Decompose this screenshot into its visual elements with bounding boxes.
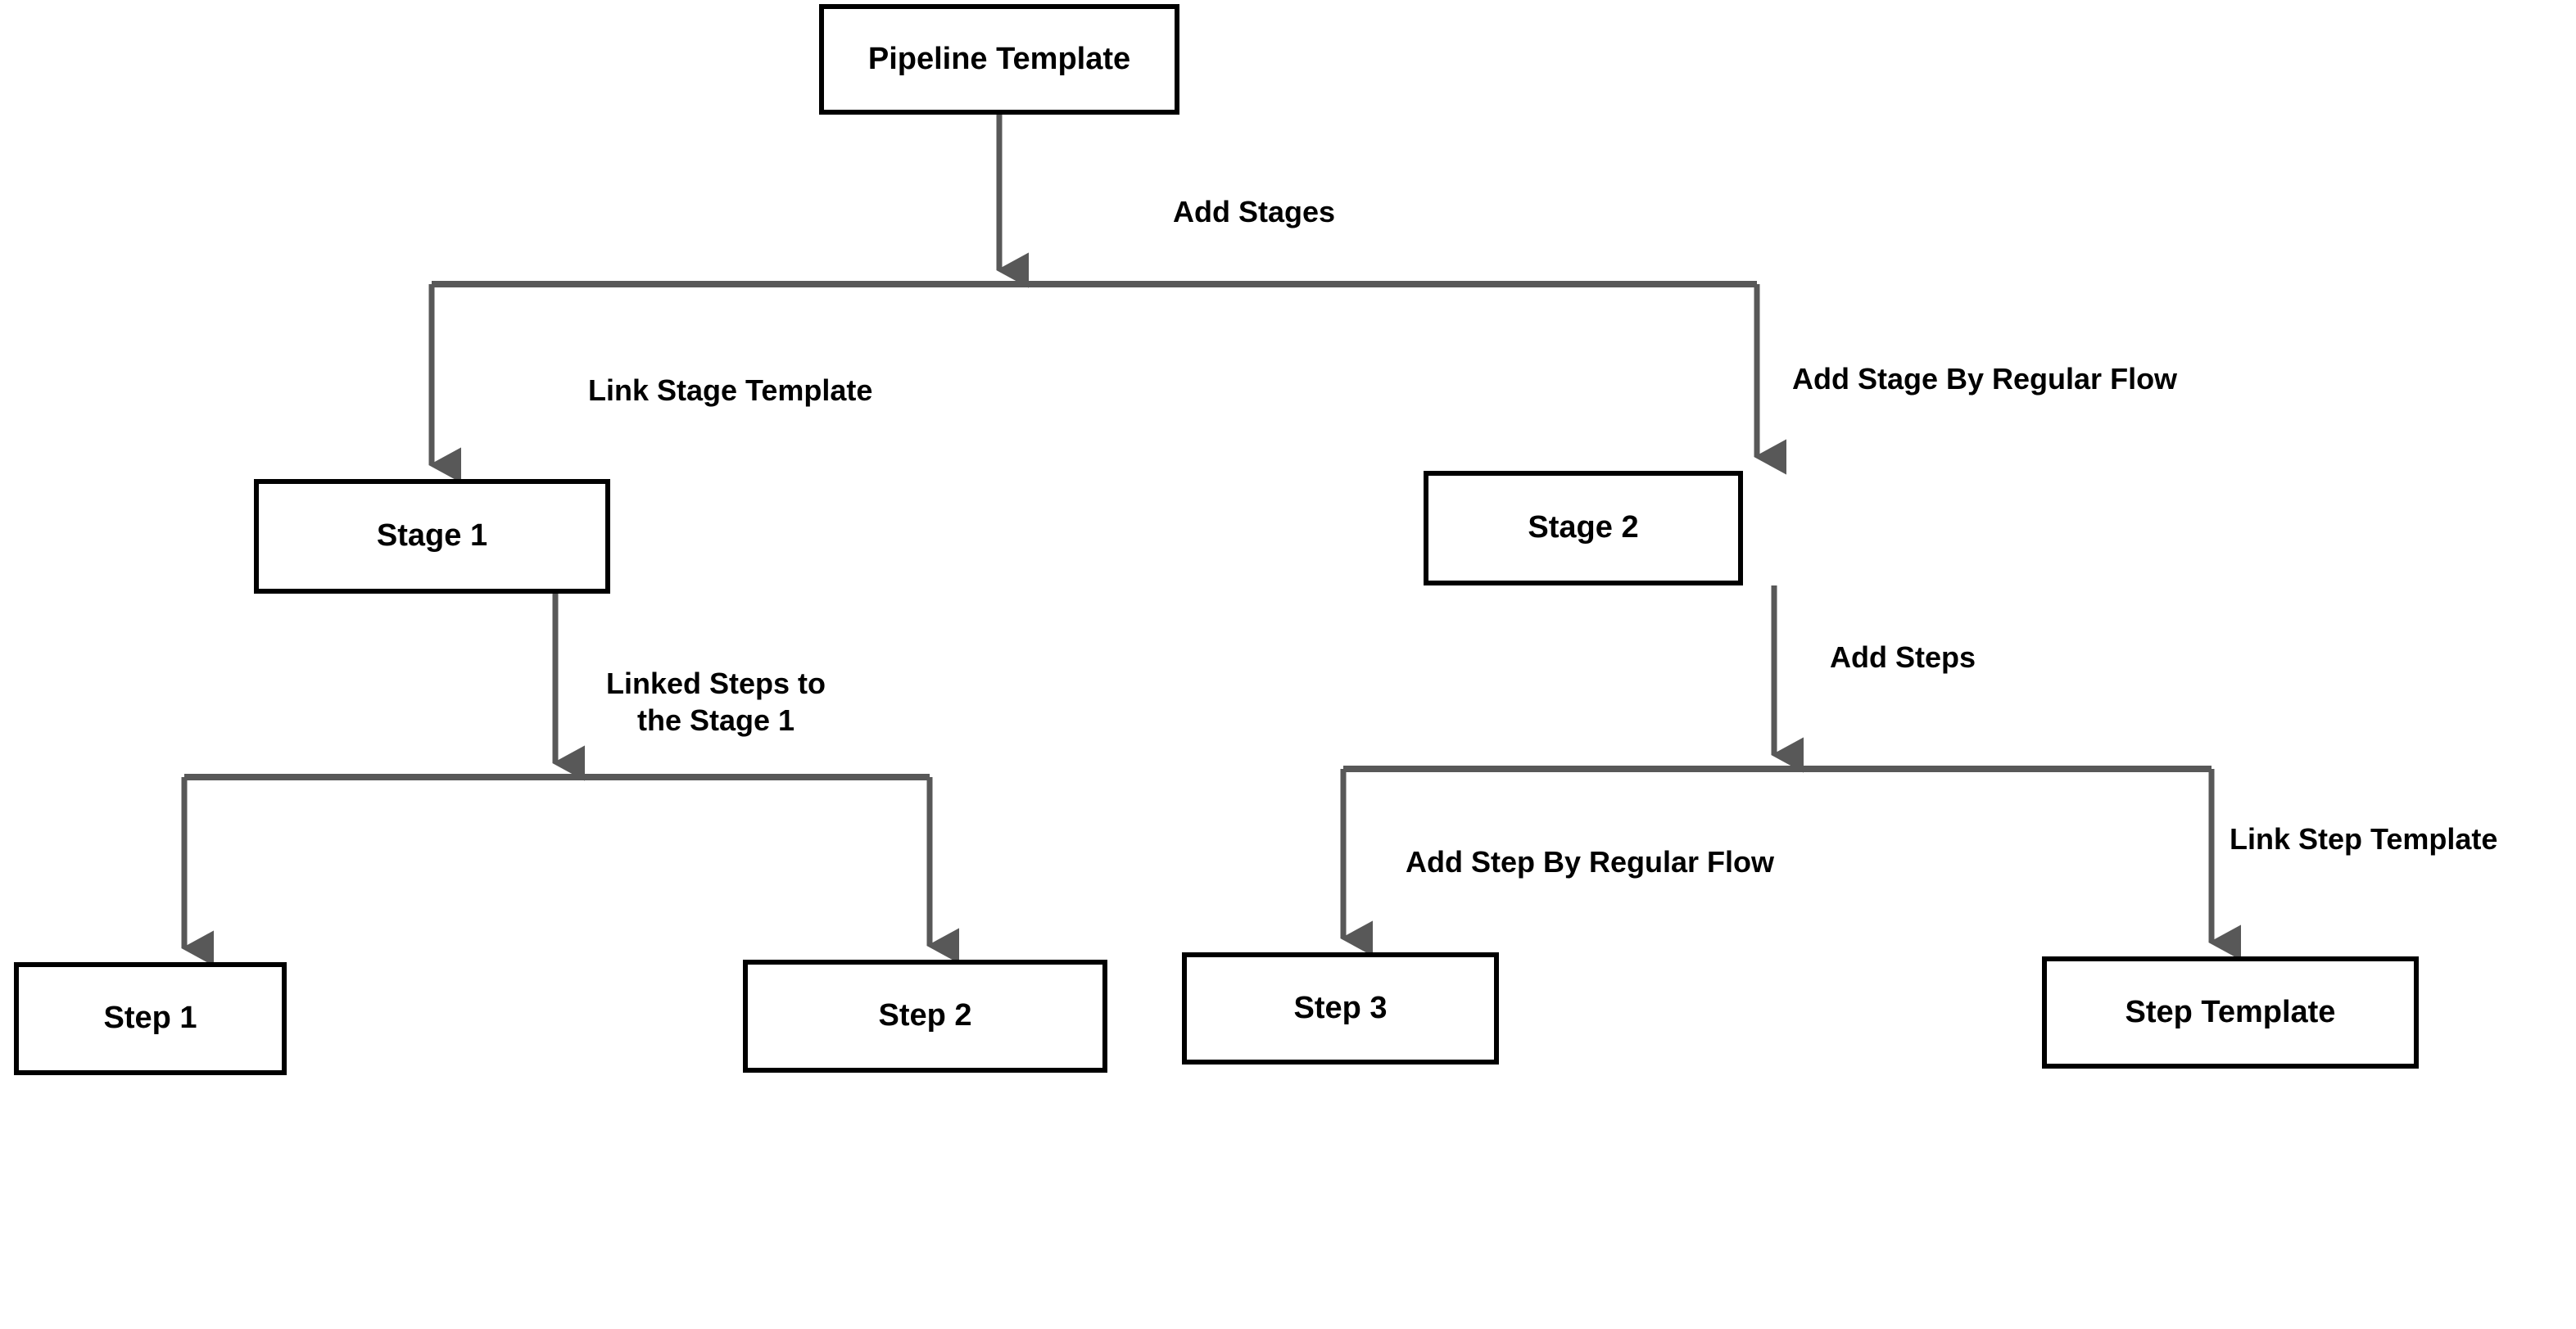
node-step-3[interactable]: Step 3 [1182,952,1499,1065]
node-stage-2-label: Stage 2 [1528,510,1639,545]
node-step-1[interactable]: Step 1 [14,962,287,1075]
node-step-template-label: Step Template [2125,994,2336,1029]
edge-label-add-stages: Add Stages [1173,195,1336,228]
edge-label-add-steps: Add Steps [1830,640,1976,674]
edge-label-link-step-template: Link Step Template [2230,822,2498,856]
node-stage-1-label: Stage 1 [376,518,488,554]
edge-label-linked-steps-to-the-stage-1: Linked Steps to the Stage 1 [606,667,826,737]
node-pipeline-template-label: Pipeline Template [867,41,1131,76]
node-stage-1[interactable]: Stage 1 [254,479,610,594]
node-step-2[interactable]: Step 2 [743,960,1107,1073]
edge-label-link-stage-template: Link Stage Template [588,373,873,407]
edge-label-add-step-by-regular-flow: Add Step By Regular Flow [1406,845,1775,879]
edge-label-add-stage-by-regular-flow: Add Stage By Regular Flow [1792,362,2178,396]
node-step-2-label: Step 2 [878,998,972,1033]
node-pipeline-template[interactable]: Pipeline Template [819,4,1179,115]
node-stage-2[interactable]: Stage 2 [1424,471,1743,585]
node-step-1-label: Step 1 [103,1001,197,1036]
node-step-3-label: Step 3 [1293,990,1388,1025]
node-step-template[interactable]: Step Template [2042,956,2419,1069]
